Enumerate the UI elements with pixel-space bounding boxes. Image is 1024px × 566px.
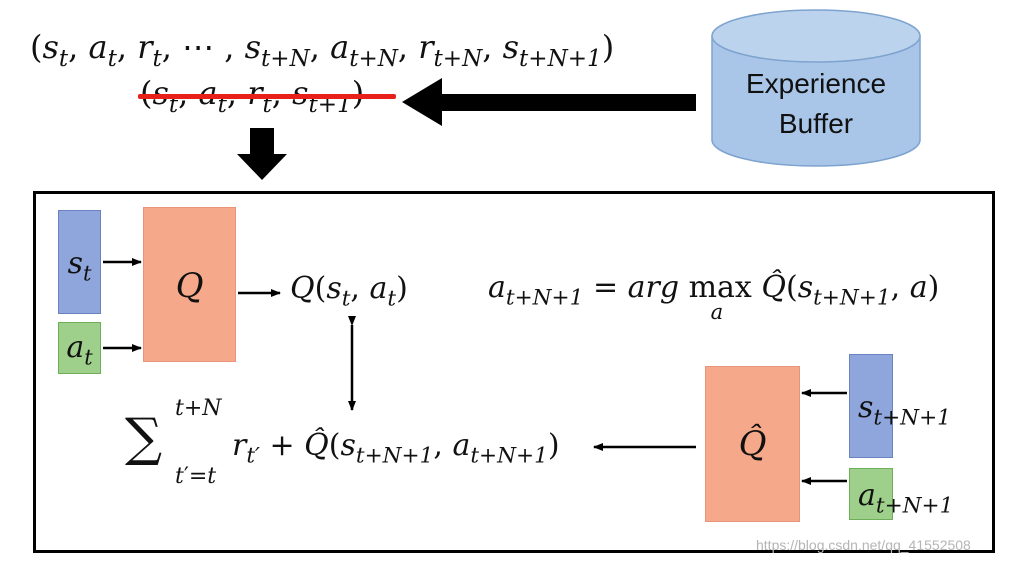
q-network-label: Q (175, 266, 204, 306)
state-input-block (58, 210, 101, 314)
buffer-to-tuple-arrow (402, 78, 696, 126)
next-state-label: st+N+1 (858, 390, 951, 431)
target-expression: rt′ + Q̂(st+N+1, at+N+1) (232, 428, 560, 469)
q-output-expression: Q(st, at) (290, 271, 408, 312)
target-network-block (705, 366, 800, 522)
experience-buffer-cylinder (711, 9, 921, 167)
training-panel (33, 191, 995, 553)
action-input-label: at (66, 330, 93, 370)
summation-symbol: ∑ (125, 408, 163, 468)
state-input-label: st (67, 246, 92, 286)
next-action-block (849, 468, 893, 520)
target-network-label: Q̂ (738, 424, 767, 464)
summation-upper-limit: t+N (175, 396, 222, 421)
tuple-to-panel-arrow (237, 128, 287, 180)
q-network-block (143, 207, 236, 362)
next-state-block (849, 354, 893, 458)
buffer-label-line1: Experience (745, 68, 887, 99)
single-step-transition-tuple: (st, at, rt, st+1) (140, 74, 365, 119)
strikethrough-line (138, 94, 396, 99)
action-input-block (58, 322, 101, 374)
experience-buffer-label: Experience Buffer (710, 64, 922, 144)
buffer-label-line2: Buffer (778, 108, 854, 139)
watermark: https://blog.csdn.net/qq_41552508 (756, 537, 971, 553)
n-step-transition-tuple: (st, at, rt, ⋯ , st+N, at+N, rt+N, st+N+… (30, 28, 615, 73)
summation-lower-limit: t′=t (175, 464, 217, 489)
next-action-label: at+N+1 (858, 478, 954, 519)
